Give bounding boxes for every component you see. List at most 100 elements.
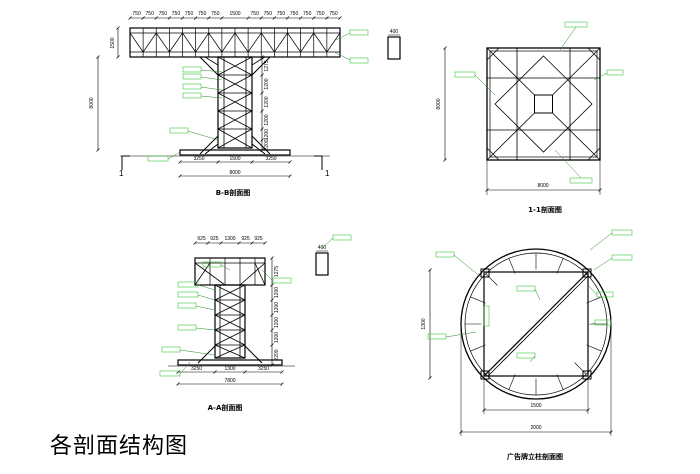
bb-truss-diagonal (287, 32, 301, 53)
aa-top-dim-label: 1300 (224, 236, 235, 242)
aa-top-dim-label: 925 (241, 236, 250, 242)
note-leader-line (200, 76, 223, 81)
note-label-box (159, 370, 181, 377)
dimension-tick (270, 256, 274, 260)
aa-frame-diagonal (194, 262, 226, 286)
s11-corner-brace (486, 47, 500, 61)
note-leader-line (200, 69, 223, 73)
s11-corner-brace (587, 47, 601, 61)
bb-section-label: 1 (325, 169, 330, 178)
s11-height-label: 8000 (436, 98, 442, 109)
bb-truss-diagonal (169, 32, 183, 53)
bb-truss-diagonal (221, 32, 236, 53)
col-radial-rib (574, 362, 587, 375)
note-label-box (182, 73, 202, 80)
bb-right-dim-label: 1200 (264, 114, 270, 125)
bb-truss-diagonal (142, 32, 157, 53)
dimension-tick (288, 160, 292, 164)
dimension-tick (270, 298, 274, 302)
bb-base-leg (251, 135, 271, 155)
note-leader-line (179, 361, 191, 375)
s11-caption: 1-1剖面图 (528, 205, 562, 214)
bb-top-dim-label: 750 (211, 11, 220, 17)
s11-diagonal (486, 112, 535, 161)
bb-top-dim-label: 750 (264, 11, 273, 17)
note-leader-line (261, 269, 274, 282)
aa-foundation (177, 359, 283, 366)
dimension-tick (428, 376, 432, 380)
aa-top-dim-label: 925 (210, 236, 219, 242)
bb-section-label: 1 (119, 169, 124, 178)
col-radial-rib (586, 296, 602, 304)
col-radial-rib (508, 374, 516, 390)
note-label-box (332, 234, 352, 241)
detail-box-upper (387, 36, 401, 60)
aa-base-dim-label: 3250 (191, 366, 202, 372)
aa-base-dim-label: 1300 (224, 366, 235, 372)
dimension-tick (272, 16, 277, 20)
col-radial-rib (574, 273, 587, 286)
aa-right-dim-label: 1200 (274, 287, 280, 298)
note-leader-line (587, 322, 596, 326)
bb-right-dim-label: 1200 (264, 129, 270, 140)
dimension-tick (250, 241, 254, 245)
bb-truss-diagonal (274, 32, 288, 53)
note-leader-line (179, 349, 216, 356)
bb-truss-diagonal (208, 32, 223, 53)
note-leader-line (333, 51, 351, 61)
note-leader-line (167, 151, 181, 160)
dimension-tick (180, 16, 185, 20)
dimension-tick (285, 16, 290, 20)
dimension-tick (428, 268, 432, 272)
col-radial-rib (556, 374, 564, 390)
aa-right-dim-label: 1200 (274, 302, 280, 313)
dimension-tick (96, 148, 100, 152)
dimension-tick (213, 370, 217, 374)
col-diagonal-brace (483, 271, 589, 377)
bb-top-dim-label: 750 (277, 11, 286, 17)
aa-caption: A-A剖面图 (208, 403, 243, 412)
s11-corner-brace (486, 147, 500, 161)
aa-base-dim-label: 3250 (258, 366, 269, 372)
bb-top-dim-label: 750 (316, 11, 325, 17)
dimension-tick (443, 46, 447, 50)
note-label-box (182, 92, 202, 99)
bb-truss-diagonal (182, 32, 196, 53)
dimension-tick (260, 55, 264, 59)
bb-knee-brace (204, 56, 219, 66)
dimension-tick (96, 55, 100, 59)
aa-top-dim-label: 925 (197, 236, 206, 242)
note-leader-line (453, 254, 483, 279)
note-label-box (177, 291, 199, 298)
dimension-tick (193, 241, 197, 245)
dimension-tick (206, 241, 210, 245)
dimension-tick (260, 148, 264, 152)
note-leader-line (559, 26, 577, 51)
bb-column-brace (217, 56, 253, 76)
bb-truss-diagonal (195, 32, 210, 53)
col-diagonal-brace (487, 275, 589, 377)
dimension-tick (216, 160, 220, 164)
note-label-box (435, 251, 455, 258)
note-label-box (349, 29, 369, 36)
aa-frame-diagonal (239, 262, 266, 286)
bb-column-brace (217, 74, 253, 94)
bb-top-dim-label: 1500 (229, 11, 240, 17)
dimension-tick (260, 138, 264, 142)
col-outer-label: 2000 (530, 425, 541, 431)
note-label-box (202, 261, 222, 268)
dimension-tick (270, 283, 274, 287)
bb-top-dim-label: 750 (172, 11, 181, 17)
s11-rotated-brace (494, 55, 593, 153)
bb-top-dim-label: 750 (132, 11, 141, 17)
bb-column (217, 56, 253, 149)
dimension-tick (116, 26, 120, 30)
bb-truss-diagonal (129, 32, 144, 53)
dimension-tick (178, 174, 182, 178)
bb-right-dim-label: 1200 (264, 78, 270, 89)
dimension-tick (443, 158, 447, 162)
dimension-tick (219, 241, 223, 245)
bb-top-dim-label: 750 (159, 11, 168, 17)
